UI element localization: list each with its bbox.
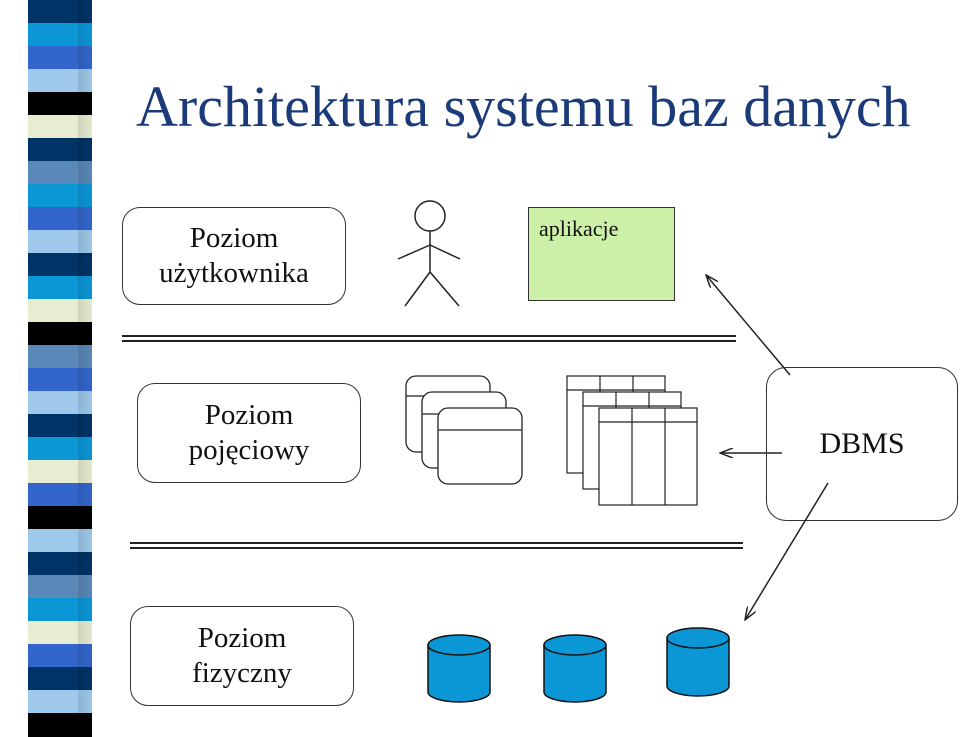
database-cylinder-icon bbox=[666, 627, 730, 697]
stripe-segment bbox=[28, 368, 92, 392]
applications-label: aplikacje bbox=[539, 216, 619, 241]
separator-line-lower bbox=[130, 542, 743, 549]
stripe-segment bbox=[28, 483, 92, 507]
dbms-box: DBMS bbox=[766, 367, 958, 521]
stripe-segment bbox=[28, 46, 92, 70]
stripe-segment bbox=[28, 69, 92, 93]
stripe-segment bbox=[28, 598, 92, 622]
applications-box: aplikacje bbox=[528, 207, 675, 301]
decorative-stripe-bar bbox=[28, 0, 92, 737]
stripe-segment bbox=[28, 644, 92, 668]
stripe-segment bbox=[28, 276, 92, 300]
stripe-segment bbox=[28, 253, 92, 277]
level-user-line1: Poziom bbox=[189, 222, 279, 255]
level-conceptual-line2: pojęciowy bbox=[188, 434, 310, 466]
separator-line-upper bbox=[122, 335, 736, 342]
level-conceptual-line1: Poziom bbox=[204, 399, 294, 432]
level-user-box: Poziom użytkownika bbox=[122, 207, 346, 305]
stripe-segment bbox=[28, 437, 92, 461]
stripe-segment bbox=[28, 345, 92, 369]
level-user-line2: użytkownika bbox=[159, 257, 309, 289]
stripe-segment bbox=[28, 667, 92, 691]
stripe-segment bbox=[28, 230, 92, 254]
stripe-segment bbox=[28, 506, 92, 530]
stripe-segment bbox=[28, 575, 92, 599]
stripe-segment bbox=[28, 0, 92, 24]
dbms-label: DBMS bbox=[819, 427, 905, 460]
level-physical-box: Poziom fizyczny bbox=[130, 606, 354, 706]
stripe-segment bbox=[28, 414, 92, 438]
arrow-dbms-to-physical bbox=[745, 482, 829, 620]
stripe-segment bbox=[28, 161, 92, 185]
level-conceptual-box: Poziom pojęciowy bbox=[137, 383, 361, 483]
stripe-segment bbox=[28, 138, 92, 162]
stripe-segment bbox=[28, 299, 92, 323]
database-cylinder-icon bbox=[427, 634, 491, 703]
stripe-segment bbox=[28, 529, 92, 553]
stick-figure-icon bbox=[397, 200, 461, 307]
stripe-segment bbox=[28, 207, 92, 231]
stripe-segment bbox=[28, 690, 92, 714]
stripe-segment bbox=[28, 713, 92, 737]
slide-title: Architektura systemu baz danych bbox=[136, 74, 911, 139]
stripe-segment bbox=[28, 391, 92, 415]
database-cylinder-icon bbox=[543, 634, 607, 703]
level-physical-line1: Poziom bbox=[197, 622, 287, 655]
arrow-dbms-to-applications bbox=[706, 275, 791, 376]
stripe-segment bbox=[28, 322, 92, 346]
stripe-segment bbox=[28, 92, 92, 116]
stripe-segment bbox=[28, 184, 92, 208]
stripe-segment bbox=[28, 115, 92, 139]
stripe-segment bbox=[28, 23, 92, 47]
level-physical-line2: fizyczny bbox=[192, 657, 292, 689]
stripe-shadow bbox=[78, 0, 92, 736]
stripe-segment bbox=[28, 460, 92, 484]
stripe-segment bbox=[28, 552, 92, 576]
schema-window-icon bbox=[405, 375, 523, 485]
stripe-segment bbox=[28, 621, 92, 645]
table-grid-icon bbox=[566, 375, 698, 506]
